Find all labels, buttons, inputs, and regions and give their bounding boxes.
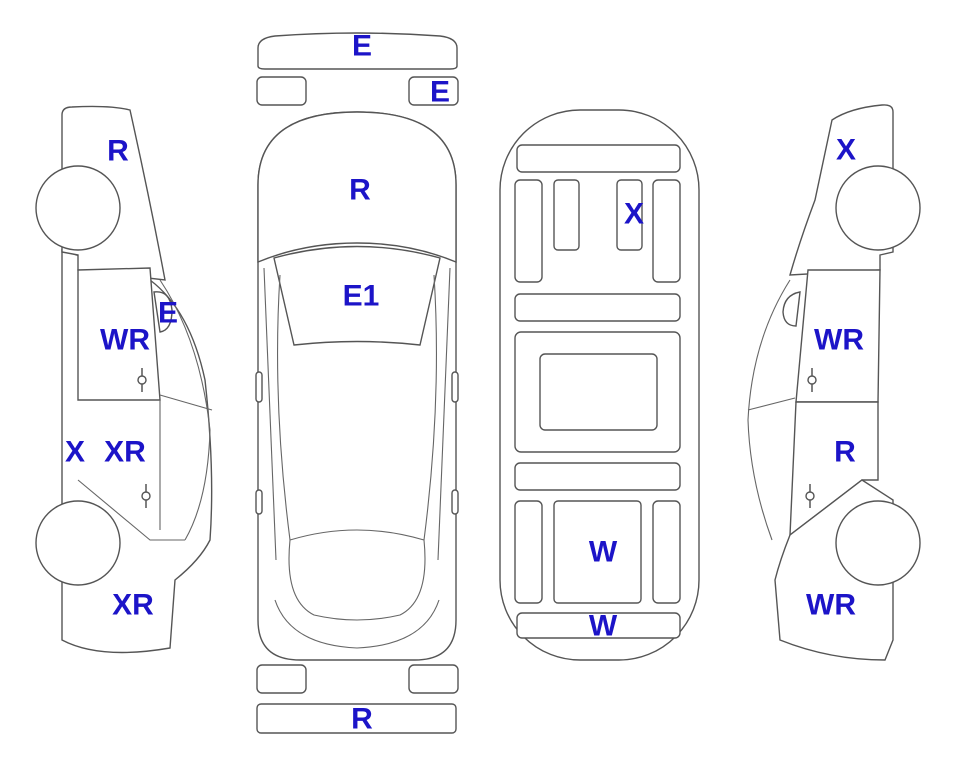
label-left-front-door: WR (100, 324, 150, 357)
windshield-panel[interactable] (273, 245, 441, 346)
label-floor-rear: W (589, 536, 618, 569)
label-right-rear-quarter: WR (806, 589, 856, 622)
right-side-view (747, 104, 921, 661)
label-roof: R (349, 174, 371, 207)
front-bumper-panel[interactable] (257, 32, 458, 70)
underbody-rear-right-rail (652, 500, 681, 604)
underbody-front-left-rail (514, 179, 543, 283)
underbody-front-bar (516, 144, 681, 173)
left-taillamp[interactable] (256, 664, 307, 694)
label-left-rear-quarter: XR (112, 589, 154, 622)
underbody-floor-inner (539, 353, 658, 431)
label-right-headlamp: E (430, 76, 450, 109)
cabin-line-right (437, 267, 451, 561)
side-window-right (423, 274, 438, 541)
floor-front-panel[interactable] (616, 179, 643, 251)
label-left-front-fender: R (107, 135, 129, 168)
label-right-front-fender: X (836, 134, 856, 167)
right-mirror (782, 291, 801, 327)
right-window-line-2 (747, 397, 796, 411)
left-side-view (35, 105, 213, 654)
left-headlamp[interactable] (256, 76, 307, 106)
label-floor-rear-sill: W (589, 610, 618, 643)
label-right-rear-door: R (834, 436, 856, 469)
underbody-crossmember-2 (514, 462, 681, 491)
underbody-front-left-inner (553, 179, 580, 251)
label-left-rocker: X (65, 436, 85, 469)
top-mirror-left (255, 371, 263, 403)
labels: E E R E1 R R E WR X XR XR X W W X WR R W… (65, 30, 864, 736)
top-handle-left (255, 489, 263, 515)
left-window-line-2 (159, 394, 213, 411)
left-door-seam (77, 479, 185, 541)
underbody-front-right-rail (652, 179, 681, 283)
left-mirror[interactable] (153, 291, 173, 333)
right-rear-wheel[interactable] (835, 500, 921, 586)
roof-panel[interactable] (257, 111, 457, 264)
floor-rear-sill[interactable] (516, 612, 681, 639)
label-rear-bumper: R (351, 703, 373, 736)
right-headlamp[interactable] (408, 76, 459, 106)
rear-deck (274, 599, 440, 649)
top-view (255, 32, 459, 734)
label-left-rear-door: XR (104, 436, 146, 469)
left-window-line (159, 279, 211, 541)
right-front-wheel[interactable] (835, 165, 921, 251)
right-handle-1-knob (807, 375, 817, 385)
top-handle-right (451, 489, 459, 515)
underbody-rear-left-rail (514, 500, 543, 604)
top-mirror-right (451, 371, 459, 403)
rear-bumper-panel[interactable] (256, 703, 457, 734)
right-handle-2-knob (805, 491, 815, 501)
side-window-left (276, 274, 291, 541)
floor-rear-panel[interactable] (553, 500, 642, 604)
left-rear-wheel[interactable] (35, 500, 121, 586)
label-right-front-door: WR (814, 324, 864, 357)
left-front-wheel[interactable] (35, 165, 121, 251)
underbody-view (499, 109, 700, 661)
left-handle-2-knob (141, 491, 151, 501)
right-taillamp[interactable] (408, 664, 459, 694)
rear-glass (288, 529, 426, 621)
label-left-mirror: E (158, 297, 178, 330)
label-windshield: E1 (343, 280, 380, 313)
label-front-bumper: E (352, 30, 372, 63)
underbody-crossmember-1 (514, 293, 681, 322)
right-window-line (747, 279, 791, 541)
cabin-line-left (263, 267, 277, 561)
left-handle-1-knob (137, 375, 147, 385)
label-floor-front: X (624, 198, 644, 231)
